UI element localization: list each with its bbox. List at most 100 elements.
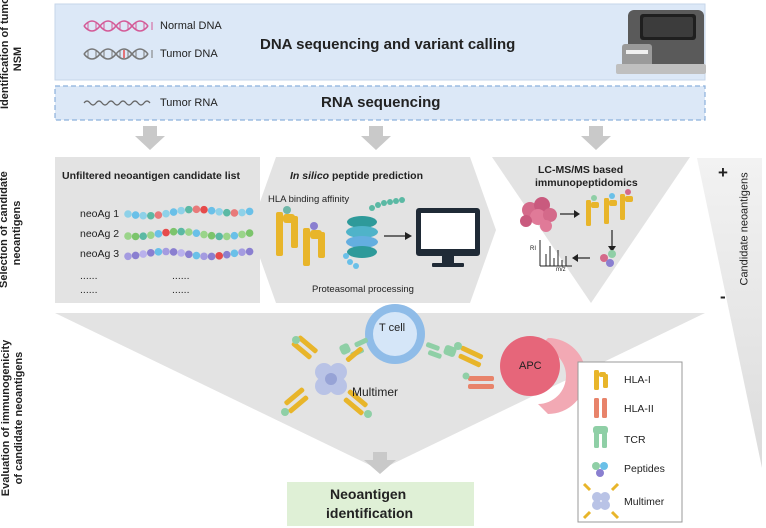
peptide-bead <box>238 230 246 239</box>
legend-tcr-label: TCR <box>624 434 646 446</box>
rna-sequencing-title: RNA sequencing <box>321 94 441 111</box>
peptide-bead <box>200 230 208 239</box>
peptide-bead <box>185 205 193 214</box>
ms-xaxis-label: m/z <box>556 267 566 273</box>
ms-peptides-icon <box>600 250 616 267</box>
peptide-bead <box>238 208 246 217</box>
legend-tcr-icon <box>593 426 608 448</box>
row1-side-label-line2: NSM <box>12 46 24 72</box>
peptide-bead <box>169 208 178 216</box>
peptide-bead <box>177 227 185 236</box>
ms-title-line2: immunopeptidomics <box>535 177 638 189</box>
neoag-2-label: neoAg 2 <box>80 228 120 240</box>
peptide-bead <box>230 231 239 240</box>
peptide-bead <box>245 247 254 256</box>
peptide-bead <box>230 249 239 258</box>
peptide-bead <box>215 252 223 260</box>
ms-arrowhead-2 <box>608 246 616 252</box>
flow-arrow-bottom <box>364 452 396 474</box>
peptide-bead <box>192 205 201 214</box>
peptide-bead <box>215 232 223 241</box>
peptide-bead <box>207 206 216 215</box>
row2-side-label-line2: neoantigens <box>11 200 23 266</box>
neoag-3-label: neoAg 3 <box>80 248 120 260</box>
computer-icon <box>416 208 480 267</box>
candidate-minus: - <box>720 287 726 306</box>
peptide-bead <box>162 209 170 218</box>
row1-side-label-line1: Identification of tumor <box>0 0 11 109</box>
peptide-bead <box>223 208 231 217</box>
apc-label: APC <box>519 360 542 372</box>
ellipsis-2: ...... <box>80 284 98 296</box>
peptide-bead <box>139 232 147 240</box>
ms-title-line1: LC-MS/MS based <box>538 164 624 176</box>
peptide-bead <box>207 252 216 261</box>
normal-dna-icon <box>83 20 153 32</box>
apc-icon <box>500 336 586 414</box>
legend-peptides-label: Peptides <box>624 463 665 475</box>
ms-spectrum-icon <box>539 240 572 267</box>
peptide-bead <box>223 232 231 241</box>
peptide-bead <box>245 229 254 237</box>
peptide-bead <box>124 252 132 261</box>
result-line2: identification <box>326 505 414 521</box>
candidate-axis-label: Candidate neoantigens <box>738 172 751 286</box>
peptide-bead <box>185 228 193 236</box>
insilico-title: In silico peptide prediction <box>290 170 423 183</box>
peptide-bead <box>192 251 201 260</box>
peptide-bead <box>147 248 155 257</box>
legend-hla1-label: HLA-I <box>624 374 651 386</box>
peptide-bead <box>124 232 132 240</box>
flow-arrows-row1 <box>135 126 611 150</box>
candidate-list-title: Unfiltered neoantigen candidate list <box>62 170 240 182</box>
row2-side-label-line1: Selection of candidate <box>0 171 10 288</box>
peptide-bead <box>154 211 163 219</box>
legend-hla2-icon <box>594 398 607 418</box>
proteasome-icon <box>343 197 405 269</box>
dna-sequencing-title: DNA sequencing and variant calling <box>260 36 516 53</box>
neoag-1-label: neoAg 1 <box>80 208 120 220</box>
peptide-bead <box>200 252 208 261</box>
rna-sequencing-box <box>54 85 706 121</box>
result-line1: Neoantigen <box>330 486 407 502</box>
tumor-cells-icon <box>520 197 557 232</box>
legend-hla2-label: HLA-II <box>624 403 654 415</box>
peptide-bead <box>207 231 216 240</box>
peptide-bead <box>238 248 246 256</box>
row2-side-label: Selection of candidate neoantigens <box>0 171 24 288</box>
tcell-label: T cell <box>379 322 406 334</box>
peptide-bead <box>177 206 185 215</box>
ms-arrowhead-3 <box>572 254 578 262</box>
peptide-bead <box>147 231 155 239</box>
ms-panel <box>492 157 690 303</box>
peptide-bead <box>131 232 140 241</box>
peptide-bead <box>185 250 193 259</box>
ms-arrowhead-1 <box>574 210 580 218</box>
tcr-right-icon <box>425 342 484 368</box>
peptide-bead <box>124 210 132 218</box>
peptide-bead <box>245 207 254 216</box>
proteasomal-label: Proteasomal processing <box>312 284 414 295</box>
peptide-bead <box>192 229 201 237</box>
ellipsis-4: ...... <box>172 284 190 296</box>
peptide-bead <box>230 209 239 217</box>
row3-side-label-line2: of candidate neoantigens <box>13 351 25 485</box>
apc-hla2-icon <box>462 372 494 389</box>
multimer-icon <box>281 335 372 418</box>
legend-peptides-icon <box>592 462 608 477</box>
peptide-bead <box>154 230 163 238</box>
peptide-bead <box>169 227 178 236</box>
result-box <box>287 482 474 526</box>
candidate-wedge <box>697 158 762 468</box>
peptide-bead <box>162 228 170 237</box>
ellipsis-3: ...... <box>172 270 190 282</box>
ms-yaxis-label: RI <box>530 246 536 252</box>
multimer-label: Multimer <box>352 385 399 399</box>
row1-side-label: Identification of tumor NSM <box>0 0 25 109</box>
peptide-bead <box>223 250 231 259</box>
insilico-title-italic: In silico <box>290 170 330 182</box>
ellipsis-1: ...... <box>80 270 98 282</box>
legend-hla1-icon <box>594 370 608 390</box>
